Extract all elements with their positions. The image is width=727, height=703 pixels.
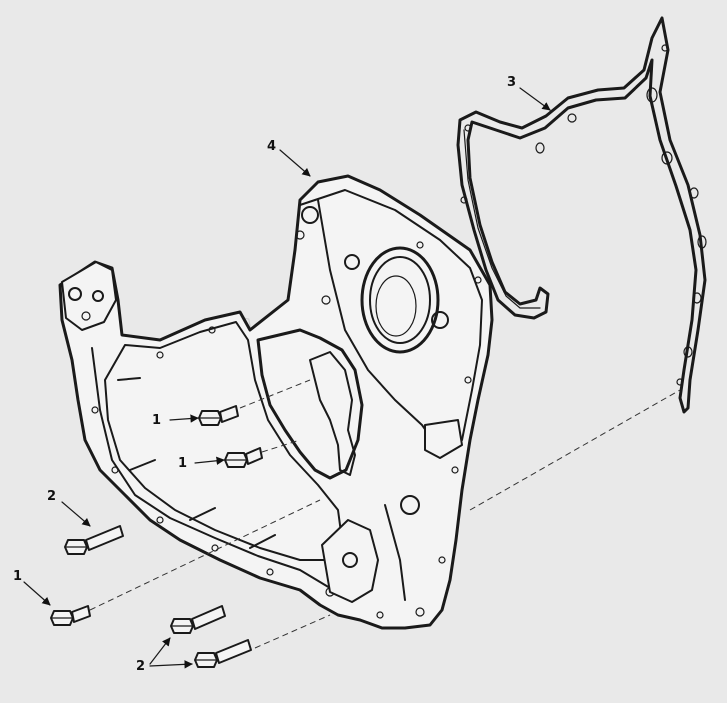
leader-arrow — [194, 456, 225, 465]
callout-label-1: 1 — [178, 456, 187, 471]
alignment-line — [469, 389, 681, 511]
leader-arrow — [149, 637, 171, 665]
leader-arrow — [149, 660, 193, 669]
bolt-short-lower — [50, 605, 91, 626]
alignment-line — [89, 499, 321, 611]
leader-arrow — [279, 149, 311, 177]
gear-cover-part-4 — [58, 174, 494, 630]
gasket-part-3 — [456, 16, 707, 414]
alignment-line — [254, 614, 331, 649]
leader-arrow — [23, 581, 51, 606]
callout-label-4: 4 — [267, 139, 276, 154]
callout-label-1: 1 — [152, 413, 161, 428]
bolt-short-upper — [198, 405, 239, 426]
callout-label-2: 2 — [136, 659, 145, 674]
bolt-long-lower-a — [170, 605, 226, 634]
leader-arrow — [61, 501, 91, 527]
bolt-long-left — [64, 525, 124, 555]
alignment-line — [261, 439, 301, 453]
alignment-line — [239, 379, 311, 409]
callout-label-3: 3 — [507, 75, 516, 90]
bolt-long-lower-b — [194, 639, 252, 668]
leader-arrow — [169, 414, 199, 423]
callout-label-1: 1 — [13, 569, 22, 584]
bolt-short-middle — [224, 447, 263, 468]
callout-label-2: 2 — [47, 489, 56, 504]
leader-arrow — [519, 87, 551, 111]
